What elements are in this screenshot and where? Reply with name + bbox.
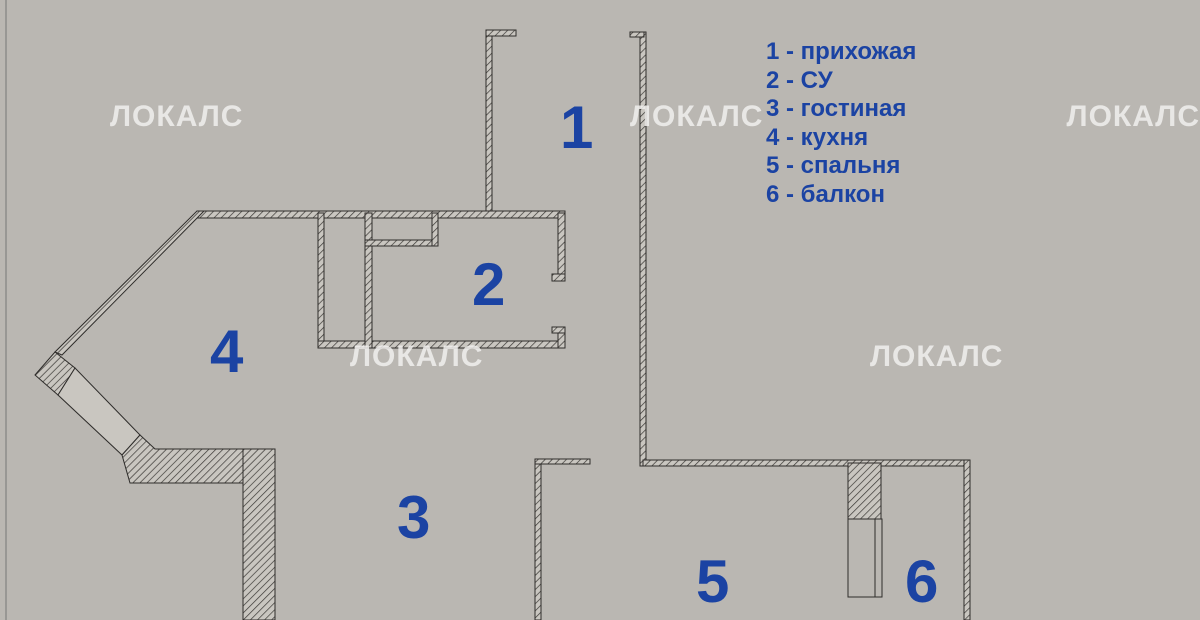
watermark: ЛОКАЛС (110, 100, 244, 133)
legend-item: 4 - кухня (766, 123, 869, 151)
wall-hall-right-stub (629, 31, 645, 38)
legend-item: 1 - прихожая (766, 38, 917, 65)
wall-hall-top-stub (485, 29, 517, 37)
watermark: ЛОКАЛС (870, 340, 1004, 373)
wall-bedroom-right (963, 459, 971, 620)
watermark: ЛОКАЛС (1066, 100, 1200, 133)
wall-hall-left (485, 29, 493, 216)
wall-bath-shelf-side (431, 212, 439, 247)
wall-living-left (242, 448, 276, 620)
wall-top (196, 210, 566, 219)
wall-bedroom-left (534, 458, 542, 620)
wall-bath-right-upper (557, 212, 566, 282)
wall-diagonal (54, 210, 206, 356)
room-label-5: 5 (696, 548, 730, 615)
wall-balcony-pier (847, 462, 882, 520)
wall-bath-shelf (364, 239, 439, 247)
wall-bath-inner (364, 212, 373, 349)
legend-item: 6 - балкон (766, 180, 885, 208)
wall-bath-left (317, 212, 325, 349)
wall-hall-right (639, 31, 647, 467)
wall-bedroom-left-stub (534, 458, 591, 465)
watermark: ЛОКАЛС (630, 100, 764, 133)
room-label-3: 3 (397, 484, 431, 551)
room-label-1: 1 (560, 94, 594, 161)
legend-item: 3 - гостиная (766, 95, 907, 122)
room-legend: 1 - прихожая 2 - СУ 3 - гостиная 4 - кух… (766, 38, 916, 209)
wall-bedroom-top (642, 459, 971, 467)
legend-item: 2 - СУ (766, 66, 833, 94)
wall-bath-right-upper-stub (551, 273, 566, 282)
watermark: ЛОКАЛС (350, 340, 484, 373)
balcony-door (847, 518, 883, 598)
kitchen-window (57, 367, 141, 456)
wall-bath-right-lower-stub (551, 326, 566, 334)
room-label-4: 4 (210, 318, 244, 385)
legend-item: 5 - спальня (766, 152, 901, 179)
room-label-6: 6 (905, 548, 939, 615)
room-label-2: 2 (472, 251, 506, 318)
